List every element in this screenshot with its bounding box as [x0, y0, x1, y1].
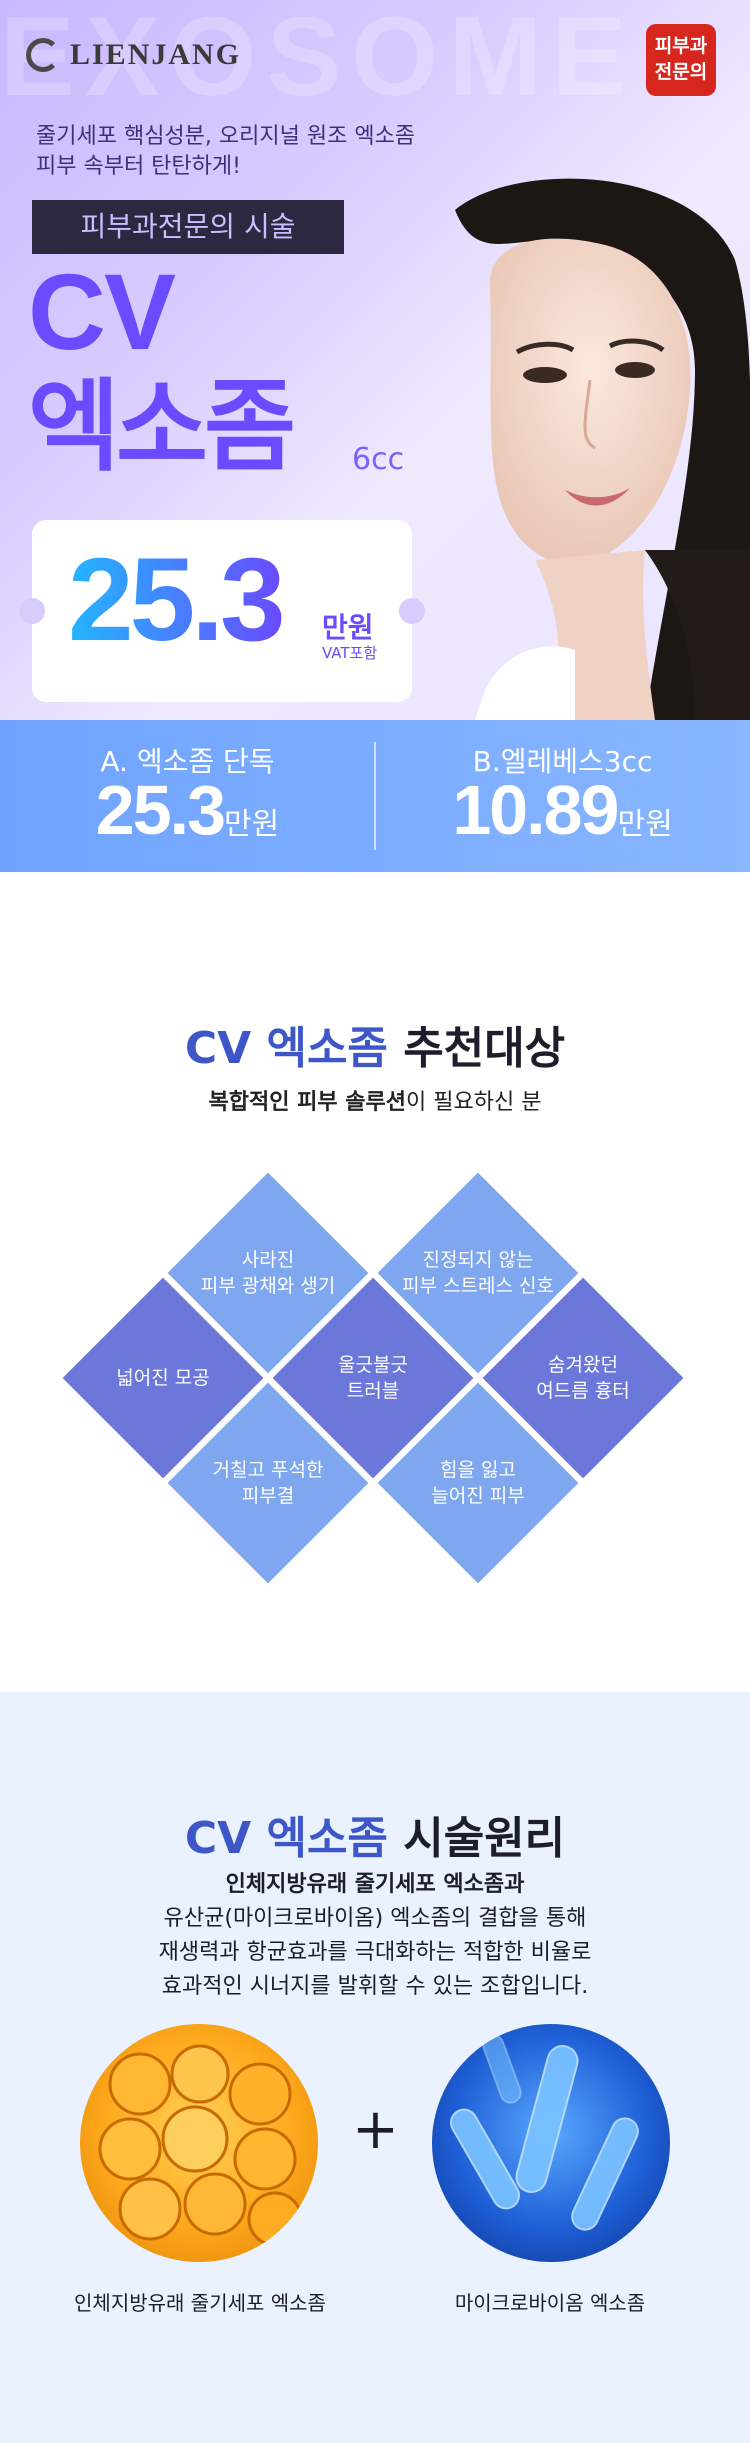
targets-subtitle-rest: 이 필요하신 분 — [406, 1090, 542, 1115]
principle-section: CV 엑소좀 시술원리 인체지방유래 줄기세포 엑소좀과 유산균(마이크로바이옴… — [0, 1692, 750, 2443]
product-volume: 6cc — [352, 442, 405, 477]
stem-cell-cells-icon — [98, 2044, 303, 2247]
plus-sign: + — [352, 2097, 399, 2162]
procedure-tag: 피부과전문의 시술 — [32, 200, 344, 254]
caption-microbiome-exosome: 마이크로바이옴 엑소좀 — [454, 2291, 646, 2315]
product-title-cv: CV — [28, 251, 176, 372]
product-title-exosome: 엑소좀 — [28, 368, 296, 485]
target-3-line1: 넓어진 모공 — [116, 1367, 210, 1389]
option-b-unit: 만원 — [617, 808, 673, 841]
option-b-label: B.엘레베스3cc — [472, 745, 653, 778]
principle-title-highlight: CV 엑소좀 — [184, 1813, 388, 1864]
target-4-line1: 울긋불긋 — [338, 1354, 408, 1376]
microbiome-image — [432, 2024, 670, 2262]
principle-desc-line3: 재생력과 항균효과를 극대화하는 적합한 비율로 — [158, 1940, 592, 1965]
target-text-3: 넓어진 모공 — [73, 1365, 253, 1391]
targets-title-rest: 추천대상 — [387, 1023, 566, 1074]
target-1-line1: 사라진 — [241, 1249, 295, 1271]
price-vat-note: VAT포함 — [322, 644, 378, 662]
option-a-label: A. 엑소좀 단독 — [100, 745, 275, 778]
principle-desc-line1: 인체지방유래 줄기세포 엑소좀과 — [225, 1872, 525, 1897]
brand-logo-icon — [26, 38, 60, 72]
principle-description: 인체지방유래 줄기세포 엑소좀과 유산균(마이크로바이옴) 엑소좀의 결합을 통… — [0, 1868, 750, 2004]
model-portrait-image — [455, 178, 750, 720]
target-text-4: 울긋불긋 트러블 — [283, 1352, 463, 1404]
options-divider — [374, 742, 376, 850]
badge-line-1: 피부과 — [654, 35, 708, 57]
principle-title-rest: 시술원리 — [387, 1813, 566, 1864]
target-6-line2: 피부결 — [241, 1485, 295, 1507]
target-2-line2: 피부 스트레스 신호 — [402, 1275, 554, 1297]
brand-logo[interactable]: LIENJANG — [26, 38, 241, 72]
target-7-line1: 힘을 잃고 — [440, 1459, 516, 1481]
principle-desc-line4: 효과적인 시너지를 발휘할 수 있는 조합입니다. — [161, 1974, 589, 1999]
price-card: 25.3 만원 VAT포함 — [19, 520, 425, 702]
principle-desc-line2: 유산균(마이크로바이옴) 엑소좀의 결합을 통해 — [163, 1906, 587, 1931]
intro-line-2: 피부 속부터 탄탄하게! — [36, 154, 241, 179]
price-card-notch-right — [399, 598, 425, 624]
target-text-2: 진정되지 않는 피부 스트레스 신호 — [388, 1247, 568, 1299]
stem-cell-image — [80, 2024, 318, 2262]
targets-subtitle-bold: 복합적인 피부 솔루션 — [208, 1090, 407, 1115]
targets-title-highlight: CV 엑소좀 — [184, 1023, 388, 1074]
price-unit: 만원 — [322, 611, 374, 644]
brand-name: LIENJANG — [70, 38, 242, 71]
option-b-price-wrap: 10.89만원 — [375, 770, 750, 850]
price-value: 25.3 — [68, 534, 286, 666]
target-5-line1: 숨겨왔던 — [548, 1354, 618, 1376]
option-a-unit: 만원 — [224, 808, 280, 841]
caption-stem-cell-exosome: 인체지방유래 줄기세포 엑소좀 — [74, 2291, 326, 2315]
option-a[interactable]: A. 엑소좀 단독 25.3만원 — [0, 720, 375, 872]
target-text-7: 힘을 잃고 늘어진 피부 — [388, 1457, 568, 1509]
option-a-price: 25.3 — [95, 771, 226, 849]
targets-subtitle: 복합적인 피부 솔루션이 필요하신 분 — [0, 1084, 750, 1116]
hero-banner: EXOSOME LIENJANG 피부과 전문의 줄기세포 핵심성분, 오리지널… — [0, 0, 750, 720]
option-a-price-wrap: 25.3만원 — [0, 770, 375, 850]
target-2-line1: 진정되지 않는 — [422, 1249, 534, 1271]
target-5-line2: 여드름 흉터 — [536, 1380, 630, 1402]
principle-title: CV 엑소좀 시술원리 — [0, 1802, 750, 1866]
target-1-line2: 피부 광채와 생기 — [200, 1275, 336, 1297]
option-b[interactable]: B.엘레베스3cc 10.89만원 — [375, 720, 750, 872]
hero-watermark: EXOSOME — [0, 0, 637, 119]
target-text-5: 숨겨왔던 여드름 흉터 — [493, 1352, 673, 1404]
dermatologist-badge: 피부과 전문의 — [646, 24, 716, 96]
target-text-1: 사라진 피부 광채와 생기 — [178, 1247, 358, 1299]
bacteria-icon — [450, 2034, 639, 2231]
badge-line-2: 전문의 — [654, 61, 708, 83]
target-text-6: 거칠고 푸석한 피부결 — [178, 1457, 358, 1509]
recommended-targets-section: CV 엑소좀 추천대상 복합적인 피부 솔루션이 필요하신 분 사라진 피부 광… — [0, 872, 750, 1692]
option-b-price: 10.89 — [452, 771, 619, 849]
targets-title: CV 엑소좀 추천대상 — [0, 1012, 750, 1076]
price-options-bar: A. 엑소좀 단독 25.3만원 B.엘레베스3cc 10.89만원 — [0, 720, 750, 872]
target-4-line2: 트러블 — [346, 1380, 400, 1402]
intro-line-1: 줄기세포 핵심성분, 오리지널 원조 엑소좀 — [36, 124, 416, 149]
target-6-line1: 거칠고 푸석한 — [212, 1459, 324, 1481]
target-7-line2: 늘어진 피부 — [431, 1485, 525, 1507]
price-card-notch-left — [19, 598, 45, 624]
